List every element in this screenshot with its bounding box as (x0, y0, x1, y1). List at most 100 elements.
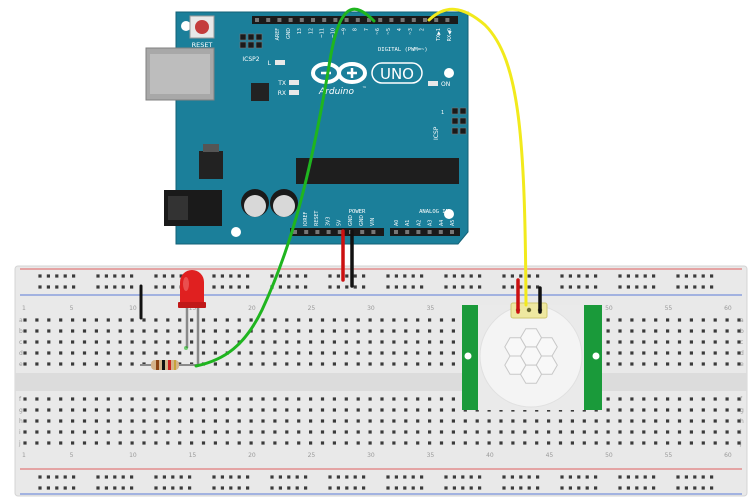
breadboard-hole (154, 408, 158, 412)
breadboard-hole (71, 441, 75, 445)
bottom-header-holes (293, 230, 454, 234)
breadboard-hole (320, 318, 325, 322)
rail-hole (510, 274, 514, 278)
breadboard-hole (201, 318, 206, 322)
rail-hole (519, 475, 523, 479)
rail-hole (328, 486, 332, 490)
breadboard-hole (463, 419, 467, 423)
header-hole (266, 18, 271, 22)
reset-button-cap[interactable] (195, 20, 209, 34)
header-hole (378, 18, 383, 22)
rail-hole (560, 274, 564, 278)
breadboard-hole (642, 329, 646, 333)
breadboard-hole (118, 430, 122, 434)
breadboard-hole (630, 441, 634, 445)
power-rail-bottom (38, 475, 714, 490)
breadboard-hole (237, 397, 241, 401)
breadboard-hole (642, 419, 646, 423)
breadboard-hole (439, 430, 444, 434)
rail-hole (403, 475, 407, 479)
breadboard-hole (404, 397, 408, 401)
header-hole (304, 230, 309, 234)
breadboard-hole (332, 340, 336, 344)
rail-hole (420, 285, 424, 289)
rail-hole (701, 486, 705, 490)
header-hole (445, 18, 450, 22)
rail-hole (568, 486, 572, 490)
rail-hole (693, 475, 697, 479)
breadboard-hole (428, 362, 432, 366)
icsp-pin1-label: 1 (441, 110, 444, 116)
led-l-label: L (268, 60, 272, 67)
rail-hole (452, 486, 456, 490)
icsp-header (451, 107, 467, 135)
rail-hole (121, 274, 125, 278)
breadboard-hole (677, 430, 682, 434)
breadboard-hole (190, 340, 194, 344)
breadboard-hole (677, 441, 682, 445)
breadboard-hole (106, 362, 110, 366)
breadboard-hole (475, 430, 479, 434)
rail-hole (162, 285, 166, 289)
breadboard-hole (142, 397, 146, 401)
rail-hole (179, 486, 183, 490)
rail-hole (643, 486, 647, 490)
breadboard-hole (392, 329, 396, 333)
breadboard-hole (71, 430, 75, 434)
breadboard-hole (404, 318, 408, 322)
breadboard-hole (213, 397, 217, 401)
row-label: i (19, 429, 21, 436)
breadboard-hole (35, 441, 39, 445)
breadboard-hole (94, 408, 98, 412)
rail-hole (295, 486, 299, 490)
breadboard-hole (249, 340, 253, 344)
rail-hole (220, 274, 224, 278)
rail-hole (345, 285, 349, 289)
breadboard-hole (309, 419, 313, 423)
rail-hole (246, 285, 250, 289)
rail-hole (527, 285, 531, 289)
rail-hole (618, 285, 622, 289)
header-hole (389, 18, 394, 22)
pin-label: AREF (275, 28, 281, 41)
led-rx (289, 90, 299, 95)
rail-hole (394, 475, 398, 479)
rail-hole (693, 486, 697, 490)
usb-port-inner (150, 54, 210, 94)
rail-hole (287, 475, 291, 479)
pin-label: IOREF (303, 211, 309, 226)
row-label: f (19, 396, 22, 403)
breadboard-hole (142, 318, 146, 322)
rail-hole (394, 486, 398, 490)
rail-hole (469, 486, 473, 490)
header-hole (438, 230, 443, 234)
rail-hole (336, 274, 340, 278)
breadboard-hole (320, 430, 325, 434)
breadboard-hole (368, 441, 372, 445)
breadboard-hole (237, 351, 241, 355)
breadboard-hole (570, 419, 574, 423)
breadboard-hole (677, 397, 682, 401)
breadboard-hole (606, 430, 610, 434)
breadboard-hole (511, 441, 515, 445)
breadboard-hole (606, 318, 610, 322)
breadboard-hole (654, 397, 658, 401)
pir-motion-sensor (462, 302, 602, 410)
rail-hole (452, 285, 456, 289)
breadboard-hole (47, 419, 51, 423)
breadboard-hole (666, 430, 670, 434)
breadboard-hole (713, 340, 717, 344)
rail-hole (237, 274, 241, 278)
rail-hole (171, 274, 175, 278)
breadboard-hole (582, 430, 586, 434)
breadboard-hole (106, 441, 110, 445)
column-number: 15 (189, 452, 197, 459)
breadboard-hole (285, 419, 289, 423)
breadboard-hole (213, 340, 217, 344)
breadboard-hole (285, 408, 289, 412)
rail-hole (585, 274, 589, 278)
rail-hole (162, 475, 166, 479)
breadboard-hole (666, 441, 670, 445)
